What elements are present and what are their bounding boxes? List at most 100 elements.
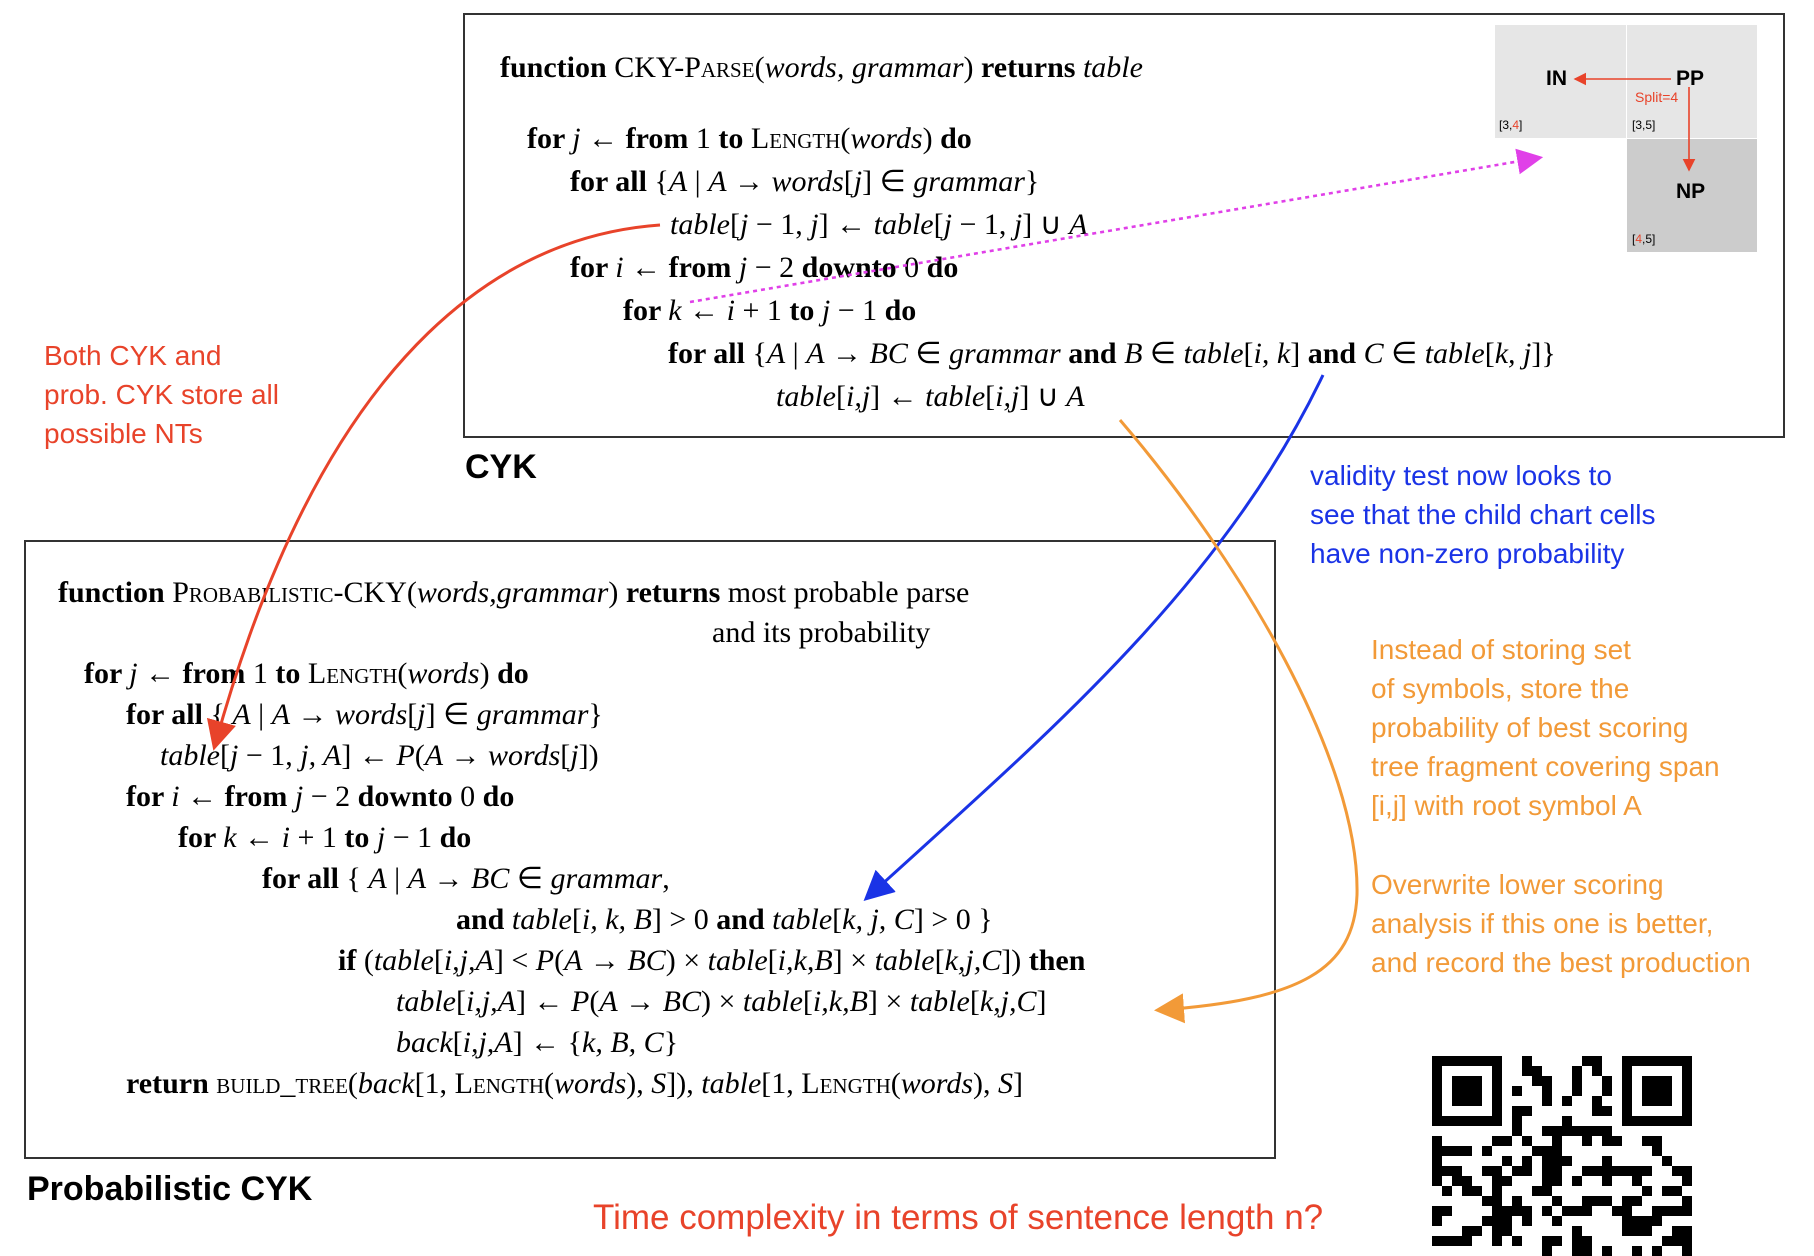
code-token: k, j xyxy=(1494,337,1532,370)
qr-module xyxy=(1462,1146,1472,1156)
qr-module xyxy=(1492,1236,1502,1246)
code-token: table xyxy=(925,380,986,413)
qr-module xyxy=(1542,1086,1552,1096)
note-line: see that the child chart cells xyxy=(1310,499,1656,530)
code-line: for i ← from j − 2 downto 0 do xyxy=(570,248,958,288)
qr-module xyxy=(1522,1166,1532,1176)
qr-module xyxy=(1492,1176,1502,1186)
code-token: for xyxy=(126,780,172,813)
qr-module xyxy=(1492,1136,1502,1146)
code-line: for i ← from j − 2 downto 0 do xyxy=(126,777,514,817)
code-line: and its probability xyxy=(712,613,930,653)
qr-module xyxy=(1522,1216,1532,1226)
qr-module xyxy=(1572,1086,1582,1096)
qr-module xyxy=(1562,1126,1572,1136)
code-token: for xyxy=(178,821,224,854)
qr-module xyxy=(1542,1176,1552,1186)
code-token: and xyxy=(456,903,512,936)
code-token: ( xyxy=(544,1067,555,1100)
code-token: ] ← xyxy=(341,739,397,772)
code-token: do xyxy=(926,251,959,284)
qr-module xyxy=(1522,1156,1532,1166)
qr-module xyxy=(1672,1186,1682,1196)
qr-module xyxy=(1582,1206,1592,1216)
code-token: A xyxy=(708,165,727,198)
qr-module xyxy=(1642,1186,1652,1196)
qr-module xyxy=(1482,1196,1492,1206)
mini-chart-cell-in xyxy=(1495,25,1626,138)
qr-module xyxy=(1682,1166,1692,1176)
code-token: i xyxy=(615,251,624,284)
qr-module xyxy=(1562,1116,1572,1126)
qr-module xyxy=(1682,1226,1692,1236)
qr-module xyxy=(1632,1246,1642,1256)
code-token: ( xyxy=(840,122,851,155)
code-token: BC xyxy=(627,944,666,977)
code-token: ), xyxy=(626,1067,652,1100)
qr-module xyxy=(1642,1136,1652,1146)
qr-module xyxy=(1632,1176,1642,1186)
code-token: C xyxy=(1363,337,1384,370)
qr-module xyxy=(1602,1156,1612,1166)
qr-module xyxy=(1512,1126,1522,1136)
code-token: j xyxy=(738,251,748,284)
code-token: [ xyxy=(560,739,571,772)
qr-module xyxy=(1542,1246,1552,1256)
code-line: function Probabilistic-CKY(words,grammar… xyxy=(58,573,969,613)
qr-module xyxy=(1582,1166,1592,1176)
qr-module xyxy=(1492,1216,1502,1226)
note-line: validity test now looks to xyxy=(1310,460,1612,491)
mini-chart-split-label: Split=4 xyxy=(1635,89,1679,105)
code-token: do xyxy=(884,294,917,327)
qr-module xyxy=(1552,1236,1562,1246)
qr-module xyxy=(1612,1206,1622,1216)
qr-module xyxy=(1602,1136,1612,1146)
qr-module xyxy=(1592,1166,1602,1176)
code-token: ]) xyxy=(1001,944,1029,977)
code-token: | xyxy=(250,698,272,731)
code-token: ] xyxy=(1013,1067,1024,1100)
code-token: [ xyxy=(452,1026,463,1059)
code-token: back xyxy=(357,1067,415,1100)
mini-chart-cell-np xyxy=(1627,139,1757,252)
qr-module xyxy=(1432,1146,1442,1156)
qr-module xyxy=(1682,1206,1692,1216)
qr-module xyxy=(1672,1166,1682,1176)
code-token: ] > 0 xyxy=(651,903,717,936)
code-token: ]) xyxy=(578,739,599,772)
qr-module xyxy=(1602,1126,1612,1136)
qr-module xyxy=(1642,1076,1672,1106)
code-token: table xyxy=(742,985,803,1018)
qr-module xyxy=(1502,1156,1512,1166)
qr-module xyxy=(1542,1186,1552,1196)
code-token: ( xyxy=(890,1067,901,1100)
span-suffix: ] xyxy=(1652,118,1656,132)
code-token: ← xyxy=(681,294,727,327)
span-highlight: 4 xyxy=(1635,232,1643,246)
code-token: [1, xyxy=(414,1067,455,1100)
note-line: analysis if this one is better, xyxy=(1371,908,1714,939)
qr-module xyxy=(1602,1166,1612,1176)
code-line: return build_tree(back[1, Length(words),… xyxy=(126,1064,1023,1104)
code-token: [ xyxy=(933,208,944,241)
qr-module xyxy=(1442,1186,1452,1196)
code-token: for all xyxy=(126,698,211,731)
code-token: ( xyxy=(397,657,408,690)
code-token: back xyxy=(396,1026,453,1059)
qr-module xyxy=(1442,1236,1452,1246)
qr-module xyxy=(1572,1176,1582,1186)
mini-chart-span-pp: [3,5] xyxy=(1632,118,1655,132)
qr-module xyxy=(1532,1146,1542,1156)
code-token: ∈ xyxy=(509,862,551,895)
code-token: − 1 xyxy=(385,821,440,854)
qr-module xyxy=(1432,1156,1442,1166)
code-line: table[j − 1, j, A] ← P(A → words[j]) xyxy=(160,736,599,776)
qr-module xyxy=(1522,1206,1532,1216)
prob-cyk-label: Probabilistic CYK xyxy=(27,1170,313,1208)
qr-code xyxy=(1432,1056,1692,1256)
qr-module xyxy=(1492,1226,1502,1236)
code-token: ] > 0 } xyxy=(913,903,993,936)
code-token: do xyxy=(482,780,515,813)
code-token: j xyxy=(417,698,426,731)
code-token: for xyxy=(84,657,130,690)
